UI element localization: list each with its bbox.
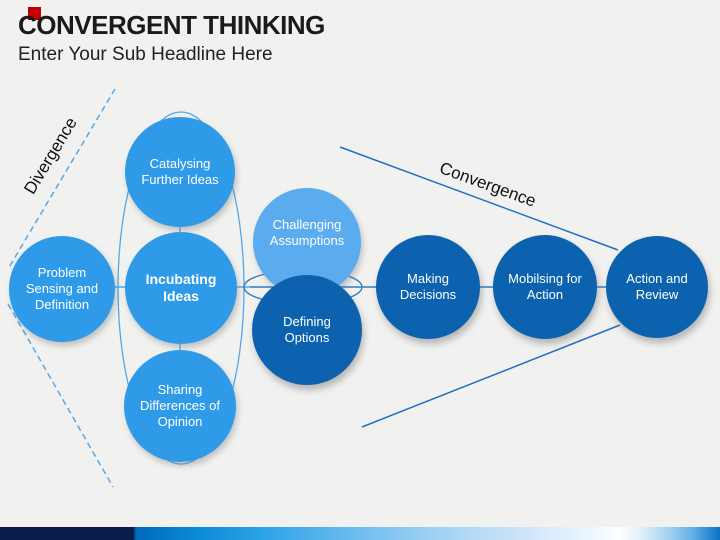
node-sharing-differences: Sharing Differences of Opinion [124, 350, 236, 462]
convergence-line-upper [339, 146, 619, 251]
node-making-decisions: Making Decisions [376, 235, 480, 339]
node-label: Defining Options [283, 314, 331, 345]
node-catalysing-further-ideas: Catalysing Further Ideas [125, 117, 235, 227]
divergence-dashed-line-lower [7, 303, 114, 488]
node-defining-options: Defining Options [252, 275, 362, 385]
node-problem-sensing: Problem Sensing and Definition [9, 236, 115, 342]
divergence-dashed-line-upper [7, 88, 116, 270]
node-action-and-review: Action and Review [606, 236, 708, 338]
bottom-accent-bar [0, 527, 720, 540]
node-label: Mobilsing for Action [508, 271, 582, 302]
node-label: Catalysing Further Ideas [141, 156, 219, 187]
node-challenging-assumptions: Challenging Assumptions [253, 188, 361, 296]
node-label: Challenging Assumptions [269, 217, 345, 248]
slide-title: CONVERGENT THINKING [18, 10, 325, 40]
node-mobilsing-for-action: Mobilsing for Action [493, 235, 597, 339]
node-label: Sharing Differences of Opinion [140, 382, 220, 429]
brand-accent-square [28, 7, 41, 20]
convergence-line-lower [361, 324, 621, 428]
node-label: Making Decisions [399, 271, 457, 302]
node-label: Problem Sensing and Definition [25, 265, 99, 312]
node-label: Action and Review [626, 271, 688, 302]
node-incubating-ideas: Incubating Ideas [125, 232, 237, 344]
slide-subtitle: Enter Your Sub Headline Here [18, 44, 273, 65]
node-label: Incubating Ideas [145, 270, 217, 304]
